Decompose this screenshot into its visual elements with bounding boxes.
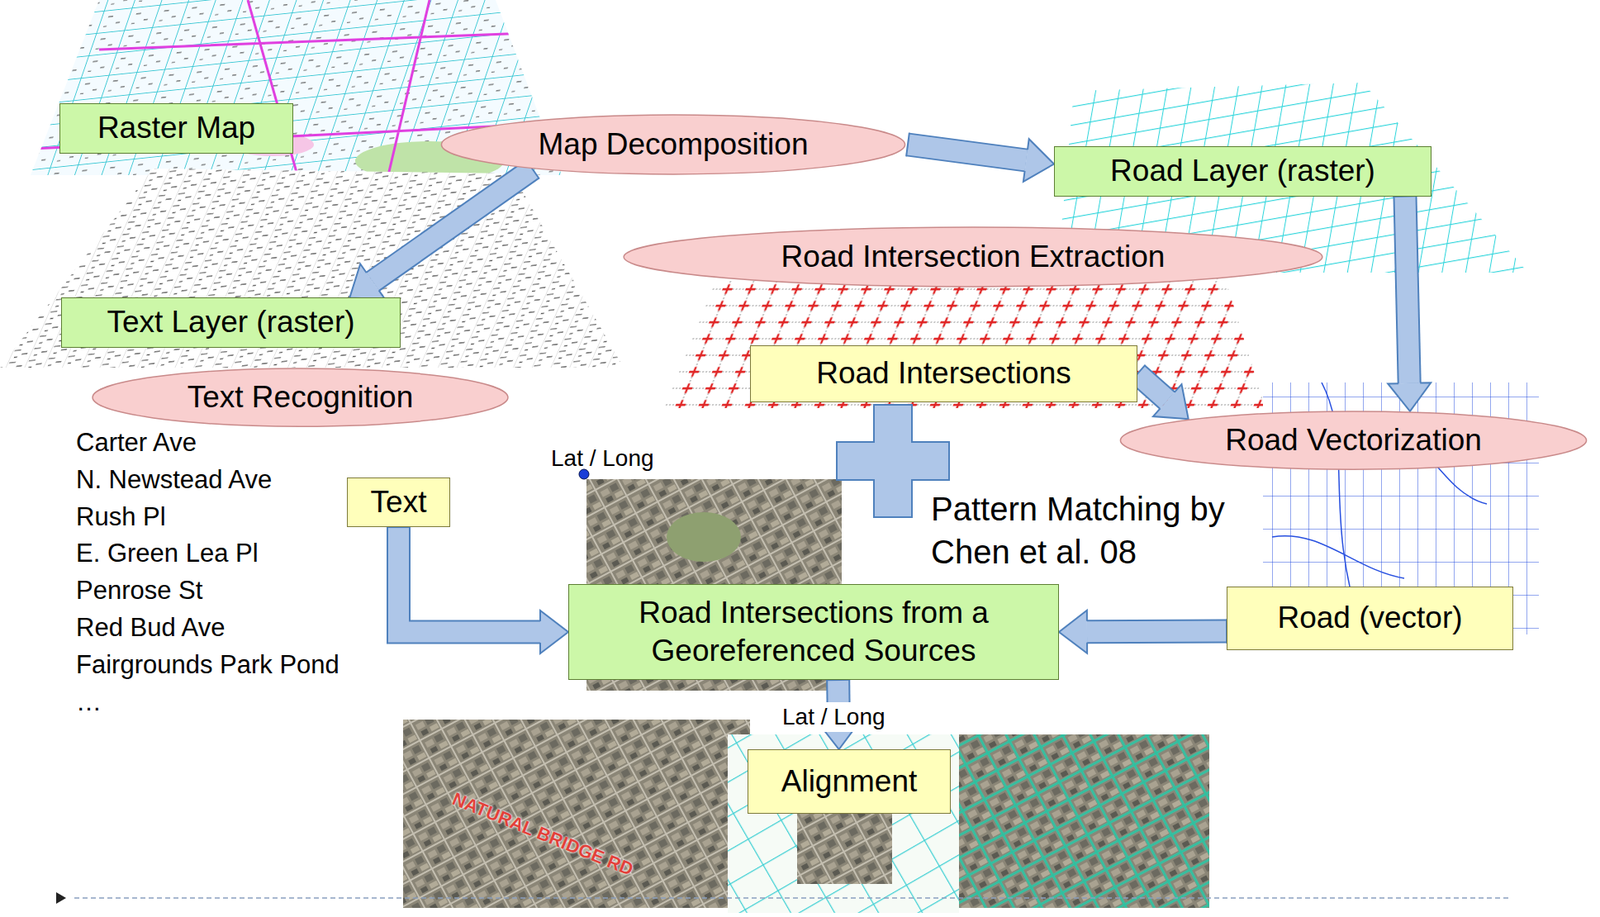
arrow-shaft-outline — [907, 144, 1026, 161]
arrow-shaft-outline — [372, 169, 532, 282]
result-box: Text — [346, 477, 451, 528]
method-note: Pattern Matching by Chen et al. 08 — [930, 487, 1245, 574]
street-name: Penrose St — [75, 574, 203, 608]
satellite-with-roads — [959, 734, 1210, 908]
node-text: Raster Map — [97, 109, 256, 148]
park-area — [666, 512, 741, 562]
node-text: Text Recognition — [187, 378, 414, 417]
node-text: Text Layer (raster) — [106, 303, 355, 342]
node-text: Road Layer (raster) — [1110, 151, 1376, 190]
node-text: Road Intersections from a Georeferenced … — [579, 593, 1049, 671]
map-overlay — [727, 734, 960, 913]
street-name: Carter Ave — [75, 426, 197, 460]
block-arrow — [1387, 195, 1431, 412]
node-text: Road Intersection Extraction — [781, 237, 1166, 276]
arrow-head — [540, 610, 569, 654]
arrow-head — [1023, 138, 1055, 182]
arrow-shaft-outline — [1087, 618, 1227, 644]
data-box: Road Intersections from a Georeferenced … — [568, 583, 1059, 680]
ellipse-outline — [623, 227, 1323, 287]
arrow-head-outline — [1023, 138, 1055, 182]
data-box: Text Layer (raster) — [61, 297, 401, 347]
arrow-head-outline — [1153, 384, 1189, 419]
intersection-image — [663, 275, 1266, 409]
ellipsis: … — [75, 685, 102, 719]
coordinate-label: Lat / Long — [550, 443, 655, 474]
node-text: Text — [370, 483, 428, 522]
arrow-shaft-outline — [1405, 196, 1410, 384]
satellite-inset — [797, 805, 893, 884]
coordinate-label: Lat / Long — [778, 702, 889, 732]
block-arrow — [386, 527, 569, 654]
street-name: Fairgrounds Park Pond — [75, 648, 340, 682]
node-text: Alignment — [781, 762, 918, 801]
street-name: N. Newstead Ave — [75, 463, 272, 497]
data-box: Raster Map — [59, 103, 294, 153]
process-ellipse: Road Vectorization — [1117, 410, 1590, 471]
arrow-shaft — [1087, 620, 1227, 642]
aligned-images — [403, 719, 1210, 913]
arrow-head — [1058, 610, 1088, 654]
arrow-shaft — [1137, 374, 1168, 401]
satellite-with-names — [403, 719, 751, 908]
street-name: E. Green Lea Pl — [75, 536, 259, 570]
result-box: Alignment — [747, 749, 951, 814]
footer-rule — [74, 897, 1512, 899]
text-layer-image — [0, 168, 624, 368]
block-arrow — [349, 159, 540, 300]
ellipse-outline — [1120, 411, 1586, 470]
block-arrow — [906, 132, 1055, 182]
process-ellipse: Road Intersection Extraction — [619, 226, 1327, 288]
ellipse-outline — [441, 114, 905, 175]
arrow-shaft — [907, 144, 1026, 161]
arrow-shaft — [398, 527, 542, 632]
arrow-cap — [906, 132, 910, 157]
ellipse-outline — [92, 368, 509, 427]
arrow-head-outline — [349, 264, 385, 300]
node-text: Road (vector) — [1277, 598, 1463, 637]
arrow-shaft-outline — [1137, 374, 1168, 401]
node-text: Road Vectorization — [1224, 421, 1482, 460]
data-box: Road Layer (raster) — [1054, 146, 1432, 196]
block-arrow — [1058, 610, 1227, 654]
result-box: Road (vector) — [1226, 586, 1514, 651]
footer-marker — [56, 892, 67, 904]
arrow-shaft — [1405, 196, 1410, 384]
process-ellipse: Text Recognition — [90, 367, 511, 428]
node-text: Map Decomposition — [538, 125, 809, 164]
road-overlay — [959, 734, 1210, 908]
street-name: Red Bud Ave — [75, 611, 225, 645]
street-name: Rush Pl — [75, 500, 167, 534]
map-street-label: NATURAL BRIDGE RD — [448, 787, 637, 882]
block-arrow — [1129, 365, 1188, 420]
arrow-head-outline — [1058, 610, 1088, 654]
arrow-head — [1153, 384, 1189, 419]
arrow-shaft-outline — [398, 527, 542, 632]
arrow-head-outline — [540, 610, 569, 654]
arrow-shaft — [372, 169, 532, 282]
process-ellipse: Map Decomposition — [438, 113, 908, 176]
node-text: Road Intersections — [816, 354, 1072, 393]
result-box: Road Intersections — [750, 345, 1138, 403]
arrow-head — [1387, 382, 1431, 412]
arrow-head-outline — [1387, 382, 1431, 412]
arrow-head — [349, 264, 385, 300]
